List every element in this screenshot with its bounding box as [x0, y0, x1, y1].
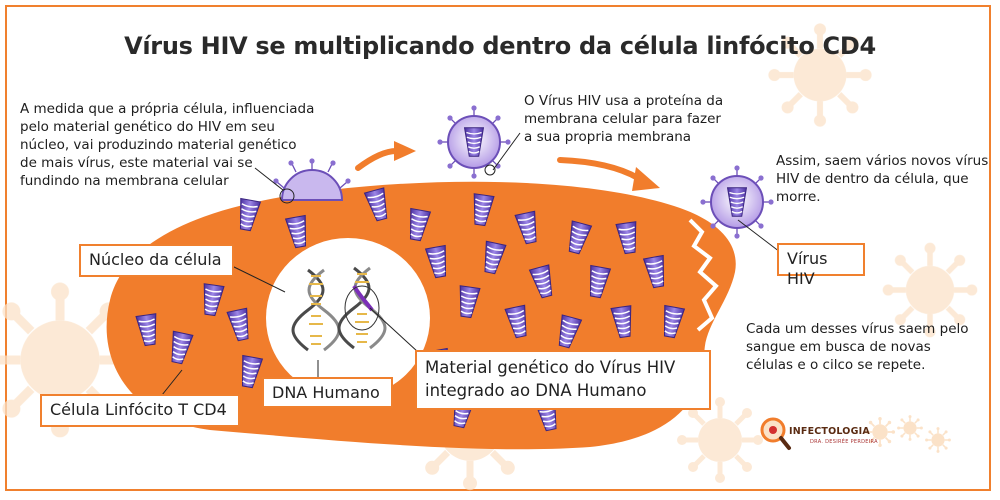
hiv-virus [700, 165, 773, 238]
logo-subtitle: DRA. DESIRÉE PERDEIRA [810, 439, 878, 445]
logo-name: INFECTOLOGIA [789, 426, 870, 437]
arrow-head [394, 141, 416, 161]
arrow-budding-to-release [355, 147, 401, 171]
label-viral-material: Material genético do Vírus HIV integrado… [415, 350, 711, 410]
label-human-dna: DNA Humano [262, 377, 393, 408]
nucleus [266, 238, 430, 398]
arrow-head [632, 167, 660, 191]
leader-lines [161, 132, 781, 396]
text-top: O Vírus HIV usa a proteína da membrana c… [524, 93, 724, 145]
infectologia-logo-mark [760, 417, 791, 450]
human-dna-helix [291, 268, 341, 352]
image-frame [5, 5, 991, 491]
cell-broken-edge [688, 218, 719, 332]
text-bottom-right: Cada um desses vírus saem pelo sangue em… [746, 321, 969, 373]
label-nucleus: Núcleo da célula [79, 244, 234, 277]
background-germ [896, 414, 924, 442]
budding-virus [273, 158, 351, 201]
integrated-dna-helix [337, 266, 387, 350]
label-hiv-virus: Vírus HIV [777, 243, 865, 288]
text-left: A medida que a própria célula, influenci… [20, 101, 315, 189]
background-germ [924, 426, 952, 454]
logo-germs [864, 414, 952, 454]
text-right: Assim, saem vários novos vírus HIV de de… [776, 153, 989, 205]
label-cell: Célula Linfócito T CD4 [40, 394, 240, 427]
diagram-title: Vírus HIV se multiplicando dentro da cél… [124, 32, 876, 60]
released-virus [437, 105, 510, 178]
arrow-release-to-exit [557, 157, 641, 181]
